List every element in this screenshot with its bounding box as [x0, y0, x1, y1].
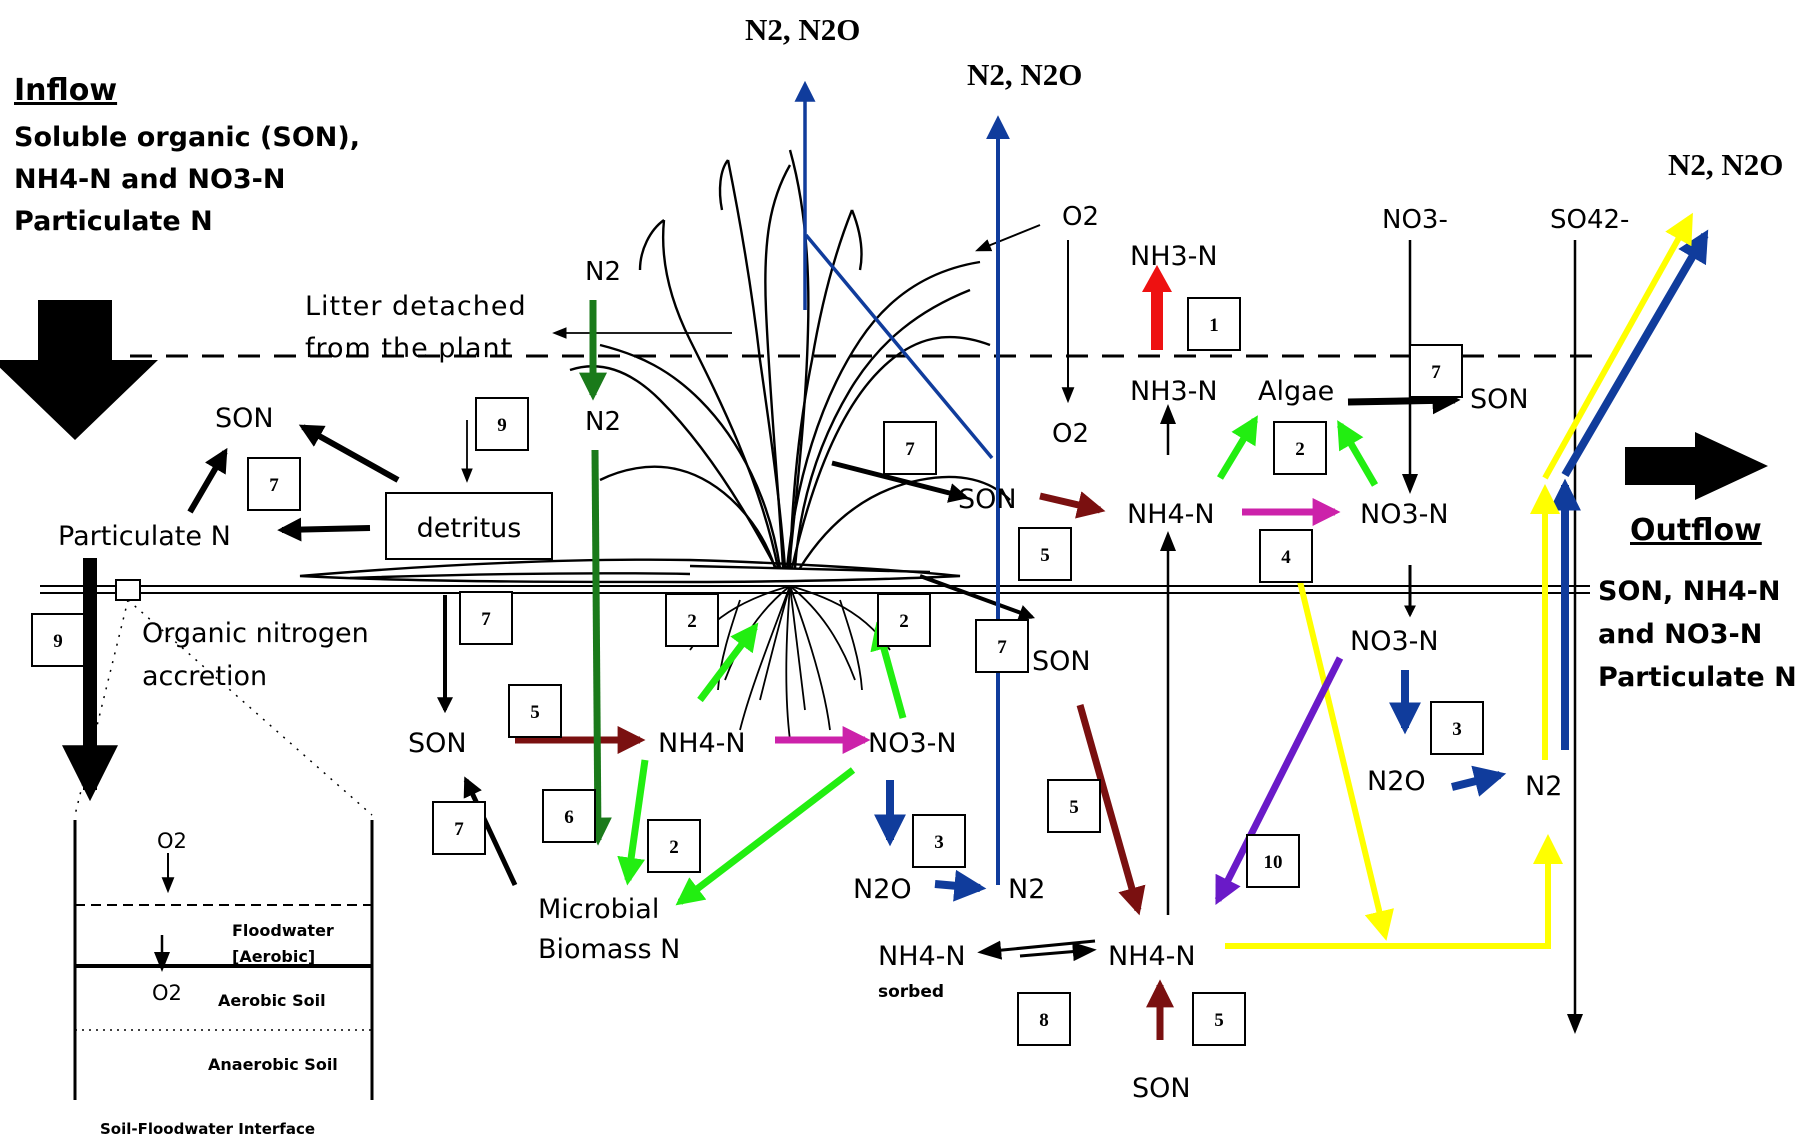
- so4-top: SO42-: [1550, 205, 1629, 235]
- microbial-line-2: Biomass N: [538, 934, 680, 965]
- o2-mid: O2: [1052, 419, 1089, 449]
- process-number: 5: [1069, 797, 1079, 818]
- sorbed-label: sorbed: [878, 982, 944, 1002]
- particulate-n: Particulate N: [58, 521, 231, 552]
- process-number: 2: [899, 611, 909, 632]
- process-number: 8: [1039, 1010, 1049, 1031]
- inset-o2-top: O2: [157, 829, 187, 853]
- nh4-sorbed: NH4-N: [878, 941, 966, 972]
- process-number: 7: [454, 819, 464, 840]
- interface-marker: [115, 579, 141, 601]
- inset-aerobic-paren: [Aerobic]: [232, 947, 315, 966]
- denitrification-arrows: [794, 80, 1709, 902]
- process-number: 4: [1281, 547, 1291, 568]
- dnra-arrow: [1214, 656, 1344, 906]
- process-number: 3: [1452, 719, 1462, 740]
- litter-line-1: Litter detached: [305, 291, 527, 322]
- nh4-water: NH4-N: [1127, 499, 1215, 530]
- no3-mid: NO3-N: [1350, 626, 1439, 657]
- process-boxes: [31, 297, 1484, 1046]
- organic-accretion-line-2: accretion: [142, 661, 267, 692]
- process-number: 5: [1040, 545, 1050, 566]
- process-number: 7: [905, 439, 915, 460]
- nh3-top: NH3-N: [1130, 241, 1218, 272]
- process-number: 7: [269, 475, 279, 496]
- process-number: 2: [1295, 439, 1305, 460]
- n2o-left: N2O: [853, 874, 912, 905]
- nh4-bottom: NH4-N: [1108, 941, 1196, 972]
- n2-mid: N2: [585, 407, 621, 437]
- detritus-box: [385, 492, 553, 560]
- outflow-line-2: and NO3-N: [1598, 619, 1762, 650]
- process-number: 5: [530, 702, 540, 723]
- o2-top: O2: [1062, 202, 1099, 232]
- son-mid: SON: [1032, 646, 1091, 677]
- uptake-arrows: [617, 415, 1379, 906]
- process-number: 9: [53, 631, 63, 652]
- microbial-line-1: Microbial: [538, 894, 659, 925]
- inflow-title: Inflow: [14, 73, 117, 108]
- son-soil: SON: [408, 728, 467, 759]
- litter-line-2: from the plant: [305, 333, 512, 364]
- no3-water: NO3-N: [1360, 499, 1449, 530]
- detritus-label: detritus: [417, 513, 522, 544]
- process-number: 7: [1431, 362, 1441, 383]
- algae: Algae: [1258, 376, 1334, 407]
- black-arrows: [61, 327, 1461, 962]
- process-number: 7: [997, 637, 1007, 658]
- anammox-arrows: [1225, 212, 1693, 949]
- son-plant: SON: [958, 484, 1017, 515]
- inflow-line-3: Particulate N: [14, 206, 213, 237]
- n2-right: N2: [1525, 771, 1562, 802]
- nh3-mid: NH3-N: [1130, 376, 1218, 407]
- process-numbers: 1 2 7 7 9 9 7 7 2 2 5 4 2 7 5 5 3 6 7 3 …: [53, 315, 1462, 1031]
- process-number: 7: [481, 609, 491, 630]
- nitrification-arrows: [775, 498, 1341, 754]
- process-number: 2: [687, 611, 697, 632]
- no3-top: NO3-: [1382, 205, 1448, 235]
- inflow-line-1: Soluble organic (SON),: [14, 122, 360, 153]
- son-algae: SON: [1470, 384, 1529, 415]
- o2-leaf-pointer: [975, 224, 1041, 252]
- plant-illustration: [299, 149, 1011, 584]
- volatilization-arrowhead: [1142, 265, 1172, 292]
- outflow-arrow: [1625, 432, 1768, 500]
- process-number: 9: [497, 415, 507, 436]
- outflow-title: Outflow: [1630, 513, 1762, 548]
- n2-left: N2: [1008, 874, 1045, 905]
- inflow-line-2: NH4-N and NO3-N: [14, 164, 286, 195]
- gas-top-left: N2, N2O: [745, 12, 860, 47]
- organic-accretion-line-1: Organic nitrogen: [142, 618, 369, 649]
- ammonification-arrows: [515, 491, 1174, 1040]
- process-number: 6: [564, 807, 574, 828]
- inflow-arrow: [0, 300, 158, 440]
- outflow-line-3: Particulate N: [1598, 662, 1797, 693]
- process-number: 1: [1209, 315, 1219, 336]
- son-bottom: SON: [1132, 1073, 1191, 1104]
- son-left: SON: [215, 403, 274, 434]
- inset-anaerobic-soil: Anaerobic Soil: [208, 1055, 338, 1074]
- process-number: 5: [1214, 1010, 1224, 1031]
- process-number: 2: [669, 837, 679, 858]
- outflow-line-1: SON, NH4-N: [1598, 576, 1780, 607]
- inset-o2-bottom: O2: [152, 981, 182, 1005]
- process-number: 3: [934, 832, 944, 853]
- gas-top-right: N2, N2O: [1668, 147, 1783, 182]
- n2-top: N2: [585, 257, 621, 287]
- process-number: 10: [1264, 852, 1283, 873]
- inset-soil-profile: [73, 599, 374, 1100]
- no3-soil: NO3-N: [868, 728, 957, 759]
- inset-caption: Soil-Floodwater Interface: [100, 1120, 315, 1137]
- nh4-soil: NH4-N: [658, 728, 746, 759]
- inset-floodwater: Floodwater: [232, 921, 334, 940]
- inset-aerobic-soil: Aerobic Soil: [218, 991, 326, 1010]
- gas-top-mid: N2, N2O: [967, 57, 1082, 92]
- n2o-right: N2O: [1367, 766, 1426, 797]
- fixation-arrows: [579, 300, 612, 846]
